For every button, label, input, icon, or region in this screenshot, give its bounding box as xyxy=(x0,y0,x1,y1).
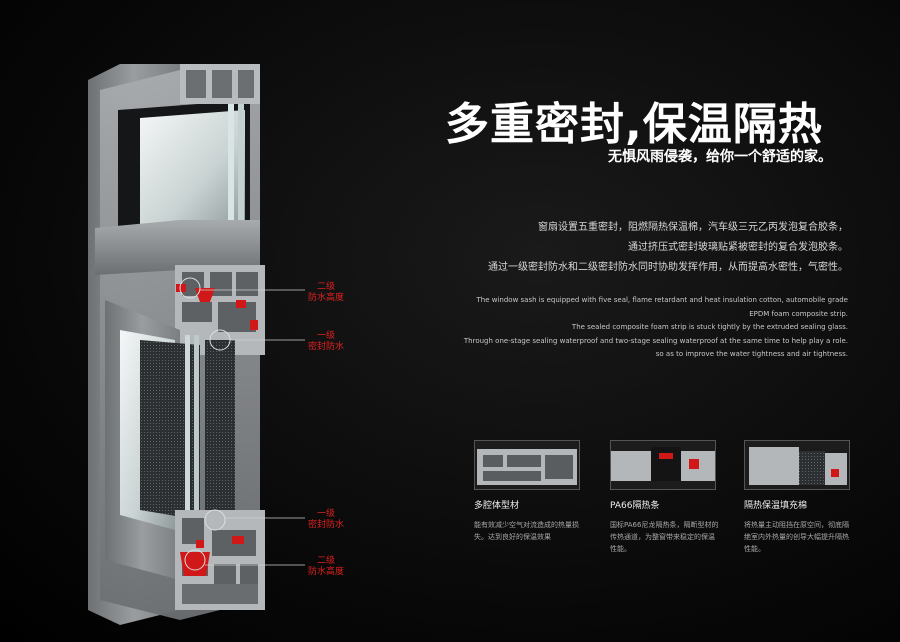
description-cn-line: 通过挤压式密封玻璃贴紧被密封的复合发泡胶条。 xyxy=(628,242,848,253)
multi-cavity-profile-image xyxy=(474,440,580,490)
subheadline: 无惧风雨侵袭，给你一个舒适的家。 xyxy=(608,149,832,165)
feature-title: 多腔体型材 xyxy=(474,501,520,511)
description-cn-line: 通过一级密封防水和二级密封防水同时协助发挥作用，从而提高水密性，气密性。 xyxy=(488,262,848,273)
description-chinese: 窗扇设置五重密封，阻燃隔热保温棉，汽车级三元乙丙发泡复合胶条， 通过挤压式密封玻… xyxy=(428,218,848,278)
description-cn-line: 窗扇设置五重密封，阻燃隔热保温棉，汽车级三元乙丙发泡复合胶条， xyxy=(538,222,848,233)
description-english: The window sash is equipped with five se… xyxy=(428,294,848,362)
headline: 多重密封,保温隔热 xyxy=(445,99,823,150)
insulation-cotton-image xyxy=(744,440,850,490)
callout-secondary-waterproof-top: 二级 防水高度 xyxy=(308,282,345,303)
insect-mesh xyxy=(140,340,200,520)
feature-description: 能有效减少空气对流造成的热量损失。达到良好的保温效果 xyxy=(474,521,579,541)
description-en-line: The sealed composite foam strip is stuck… xyxy=(571,323,848,331)
feature-title: PA66隔热条 xyxy=(610,501,660,511)
description-en-line: The window sash is equipped with five se… xyxy=(476,296,849,304)
feature-insulation-cotton: 隔热保温填充棉 将热量主动阻挡在原空间，彻底隔绝室内外热量的创导大幅提升隔热性能… xyxy=(744,440,854,555)
description-en-line: EPDM foam composite strip. xyxy=(749,309,848,318)
description-en-line: so as to improve the water tightness and… xyxy=(655,350,848,358)
description-en-line: Through one-stage sealing waterproof and… xyxy=(463,336,848,345)
upper-glass-pane xyxy=(140,110,245,228)
callout-primary-seal-top: 一级 密封防水 xyxy=(308,331,345,352)
feature-title: 隔热保温填充棉 xyxy=(744,501,808,511)
pa66-strip-image xyxy=(610,440,716,490)
callout-secondary-waterproof-bottom: 二级 防水高度 xyxy=(308,556,345,577)
feature-pa66-strip: PA66隔热条 国标PA66尼龙隔热条，隔断型材的传热通道，为整窗带来稳定的保温… xyxy=(610,440,720,555)
feature-description: 将热量主动阻挡在原空间，彻底隔绝室内外热量的创导大幅提升隔热性能。 xyxy=(744,521,849,553)
feature-description: 国标PA66尼龙隔热条，隔断型材的传热通道，为整窗带来稳定的保温性能。 xyxy=(610,521,719,553)
feature-multi-cavity: 多腔体型材 能有效减少空气对流造成的热量损失。达到良好的保温效果 xyxy=(474,440,584,543)
transom-bar xyxy=(95,220,260,275)
callout-primary-seal-bottom: 一级 密封防水 xyxy=(308,509,345,530)
